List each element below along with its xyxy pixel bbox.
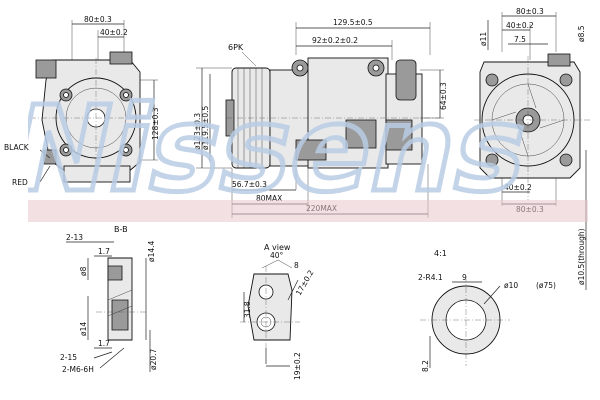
detail-dim-475: (ø75) <box>536 281 556 290</box>
side-dim-123: ø123±0.3 <box>193 113 202 150</box>
side-dim-80max: 80MAX <box>256 194 282 203</box>
view-a-dim-19: 19±0.2 <box>293 352 302 380</box>
side-dim-92: 92±0.2±0.2 <box>312 36 358 45</box>
side-dim-220max: 220MAX <box>306 204 337 213</box>
view-a-title: A view <box>264 243 291 252</box>
wire-label-black: BLACK <box>4 143 30 152</box>
detail-scale: 4:1 <box>434 249 447 258</box>
section-dim-2-m6: 2-M6-6H <box>62 365 94 374</box>
detail-dim-9: 9 <box>462 273 467 282</box>
wire-label-red: RED <box>12 178 28 187</box>
view-a: A view 40° 8 17±0.2 31.8 19±0.2 <box>240 243 316 380</box>
view-a-dim-8: 8 <box>294 261 299 270</box>
side-dim-129-5: 129.5±0.5 <box>333 18 373 27</box>
rear-dim-40-bottom: 40±0.2 <box>504 183 532 192</box>
belt-label: 6PK <box>228 43 244 52</box>
detail-view: 4:1 2-R4.1 9 ø10 (ø75) 8.2 <box>418 249 556 372</box>
rear-dim-11: ø11 <box>479 32 488 46</box>
view-a-dim-40: 40° <box>270 251 284 260</box>
front-dim-80: 80±0.3 <box>84 15 112 24</box>
rear-dim-7-5: 7.5 <box>514 35 526 44</box>
section-b-b: B-B 2-13 1.7 ø8 ø14.4 ø14 1.7 2-M6-6H ø2… <box>60 225 158 374</box>
detail-r: 2-R4.1 <box>418 273 443 282</box>
section-dim-2-13: 2-13 <box>66 233 83 242</box>
side-dim-56-7: 56.7±0.3 <box>232 180 267 189</box>
front-dim-128: 128±0.3 <box>151 107 160 140</box>
section-dim-20-7: ø20.7 <box>149 348 158 370</box>
section-dim-1-7-top: 1.7 <box>98 247 110 256</box>
section-dim-1-7-bottom: 1.7 <box>98 339 110 348</box>
rear-dim-8-5: ø8.5 <box>577 25 586 42</box>
rear-dim-40-top: 40±0.2 <box>506 21 534 30</box>
view-a-dim-31-8: 31.8 <box>243 301 252 318</box>
side-view: 129.5±0.5 92±0.2±0.2 6PK ø123±0.3 ø119.5… <box>193 18 448 218</box>
section-dim-8: ø8 <box>79 266 88 276</box>
detail-dim-8-2: 8.2 <box>421 360 430 372</box>
section-dim-14: ø14 <box>79 322 88 336</box>
rear-dim-80-top: 80±0.3 <box>516 7 544 16</box>
section-title: B-B <box>114 225 128 234</box>
side-dim-119-5: ø119.5±0.5 <box>201 106 210 150</box>
front-dim-40: 40±0.2 <box>100 28 128 37</box>
rear-dim-80-bottom: 80±0.3 <box>516 205 544 214</box>
rear-view: 80±0.3 40±0.2 7.5 ø11 ø8.5 40±0.2 80±0.3… <box>474 7 590 290</box>
detail-dim-10: ø10 <box>504 281 518 290</box>
rear-dim-through: ø10.5(through) <box>577 228 586 285</box>
view-a-dim-17: 17±0.2 <box>294 268 316 297</box>
front-view: 80±0.3 40±0.2 128±0.3 BLACK RED <box>4 15 160 187</box>
section-dim-14-4: ø14.4 <box>147 240 156 262</box>
side-dim-64: 64±0.3 <box>439 82 448 110</box>
section-dim-2-15: 2-15 <box>60 353 77 362</box>
